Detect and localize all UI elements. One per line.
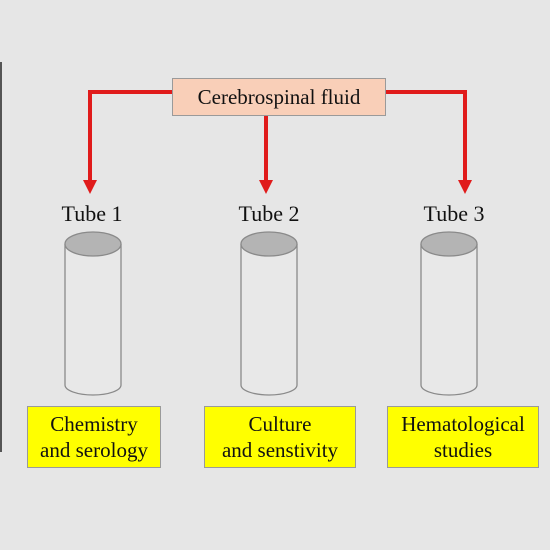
- tube-1-cylinder: [64, 231, 122, 396]
- tube-2-result-box: Culture and senstivity: [204, 406, 356, 468]
- tube-2-cylinder: [240, 231, 298, 396]
- tube-3-cylinder: [420, 231, 478, 396]
- source-label: Cerebrospinal fluid: [197, 84, 361, 109]
- arrowhead-tube-1: [83, 180, 97, 194]
- tube-1-label: Tube 1: [61, 201, 123, 226]
- tube-3-label: Tube 3: [423, 201, 485, 226]
- source-box: Cerebrospinal fluid: [172, 78, 386, 116]
- arrowhead-tube-2: [259, 180, 273, 194]
- tube-3-result-line-1: Hematological: [401, 412, 525, 436]
- tube-2-label: Tube 2: [238, 201, 300, 226]
- tube-1-result-box: Chemistry and serology: [27, 406, 161, 468]
- tube-1-result-line-2: and serology: [40, 438, 148, 462]
- tube-3-result-box: Hematological studies: [387, 406, 539, 468]
- arrowhead-tube-3: [458, 180, 472, 194]
- arrow-to-tube-1: [88, 90, 172, 184]
- arrow-to-tube-3: [386, 90, 467, 184]
- tube-2-result-line-1: Culture: [248, 412, 312, 436]
- tube-3-result-line-2: studies: [433, 438, 493, 462]
- tube-1-result-line-1: Chemistry: [50, 412, 138, 436]
- left-edge-line: [0, 62, 2, 452]
- tube-2-result-line-2: and senstivity: [221, 438, 339, 462]
